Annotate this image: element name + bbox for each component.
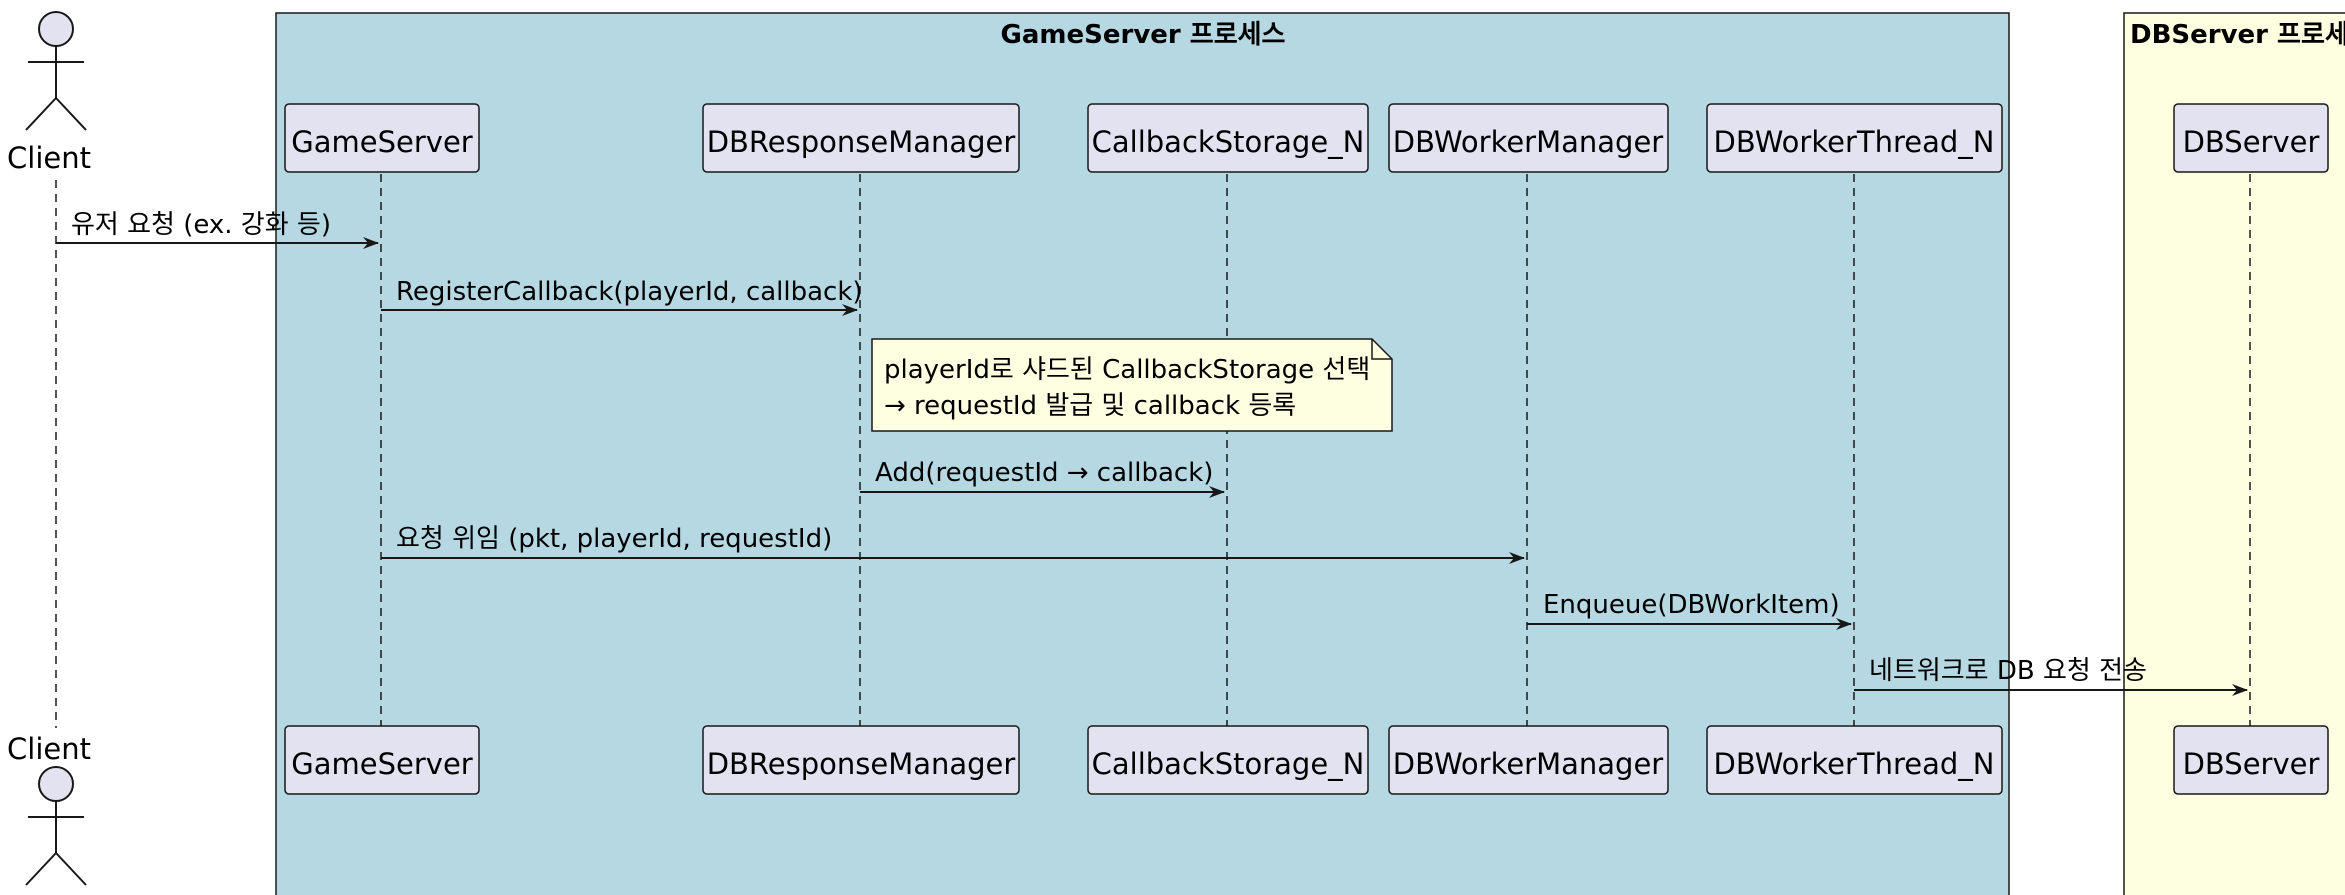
participant-callbackstorage-top: CallbackStorage_N [1087,103,1369,173]
messages: 유저 요청 (ex. 강화 등) RegisterCallback(player… [56,210,2248,696]
client-actor-top [25,11,87,131]
participant-gameserver-bottom: GameServer [284,725,480,795]
participant-dbserver-top: DBServer [2173,103,2329,173]
client-actor-label-top: Client [7,141,91,175]
participant-dbworkerthread-bottom: DBWorkerThread_N [1706,725,2003,795]
client-actor-bottom [25,766,87,886]
gameserver-process-title: GameServer 프로세스 [1001,20,1286,50]
message-enqueue: Enqueue(DBWorkItem) [1527,590,1852,630]
participant-dbworkermanager-top: DBWorkerManager [1388,103,1669,173]
dbserver-process-title: DBServer 프로세스 [2130,20,2345,50]
participants-top: GameServer DBResponseManager CallbackSto… [284,103,2329,173]
message-delegate-request: 요청 위임 (pkt, playerId, requestId) [381,524,1525,564]
participant-dbworkermanager-bottom: DBWorkerManager [1388,725,1669,795]
participant-label: DBWorkerThread_N [1714,125,1995,159]
participant-label: DBServer [2183,125,2320,159]
participant-dbserver-bottom: DBServer [2173,725,2329,795]
message-network-send: 네트워크로 DB 요청 전송 [1854,656,2248,696]
note-line-2: → requestId 발급 및 callback 등록 [884,391,1296,421]
participant-label: DBServer [2183,747,2320,781]
participant-label: GameServer [291,125,473,159]
participant-dbresponsemanager-bottom: DBResponseManager [702,725,1020,795]
message-label: Add(requestId → callback) [875,458,1213,488]
note-line-1: playerId로 샤드된 CallbackStorage 선택 [884,355,1370,385]
participant-label: GameServer [291,747,473,781]
note-callback-registration: playerId로 샤드된 CallbackStorage 선택 → reque… [871,338,1393,432]
message-add-callback: Add(requestId → callback) [860,458,1225,498]
participant-gameserver-top: GameServer [284,103,480,173]
message-label: 네트워크로 DB 요청 전송 [1869,656,2147,686]
participant-label: CallbackStorage_N [1092,125,1365,159]
participants-bottom: GameServer DBResponseManager CallbackSto… [284,725,2329,795]
participant-label: DBWorkerManager [1393,125,1664,159]
participant-label: DBResponseManager [707,125,1016,159]
participant-label: DBResponseManager [707,747,1016,781]
message-label: Enqueue(DBWorkItem) [1543,590,1840,620]
message-label: RegisterCallback(playerId, callback) [396,277,863,307]
participant-label: DBWorkerThread_N [1714,747,1995,781]
message-label: 요청 위임 (pkt, playerId, requestId) [396,524,832,554]
participant-label: DBWorkerManager [1393,747,1664,781]
message-register-callback: RegisterCallback(playerId, callback) [381,277,863,316]
message-label: 유저 요청 (ex. 강화 등) [71,210,331,240]
participant-dbresponsemanager-top: DBResponseManager [702,103,1020,173]
participant-label: CallbackStorage_N [1092,747,1365,781]
participant-callbackstorage-bottom: CallbackStorage_N [1087,725,1369,795]
message-user-request: 유저 요청 (ex. 강화 등) [56,210,379,249]
participant-dbworkerthread-top: DBWorkerThread_N [1706,103,2003,173]
lifelines [55,174,2251,728]
client-actor-label-bottom: Client [7,732,91,766]
